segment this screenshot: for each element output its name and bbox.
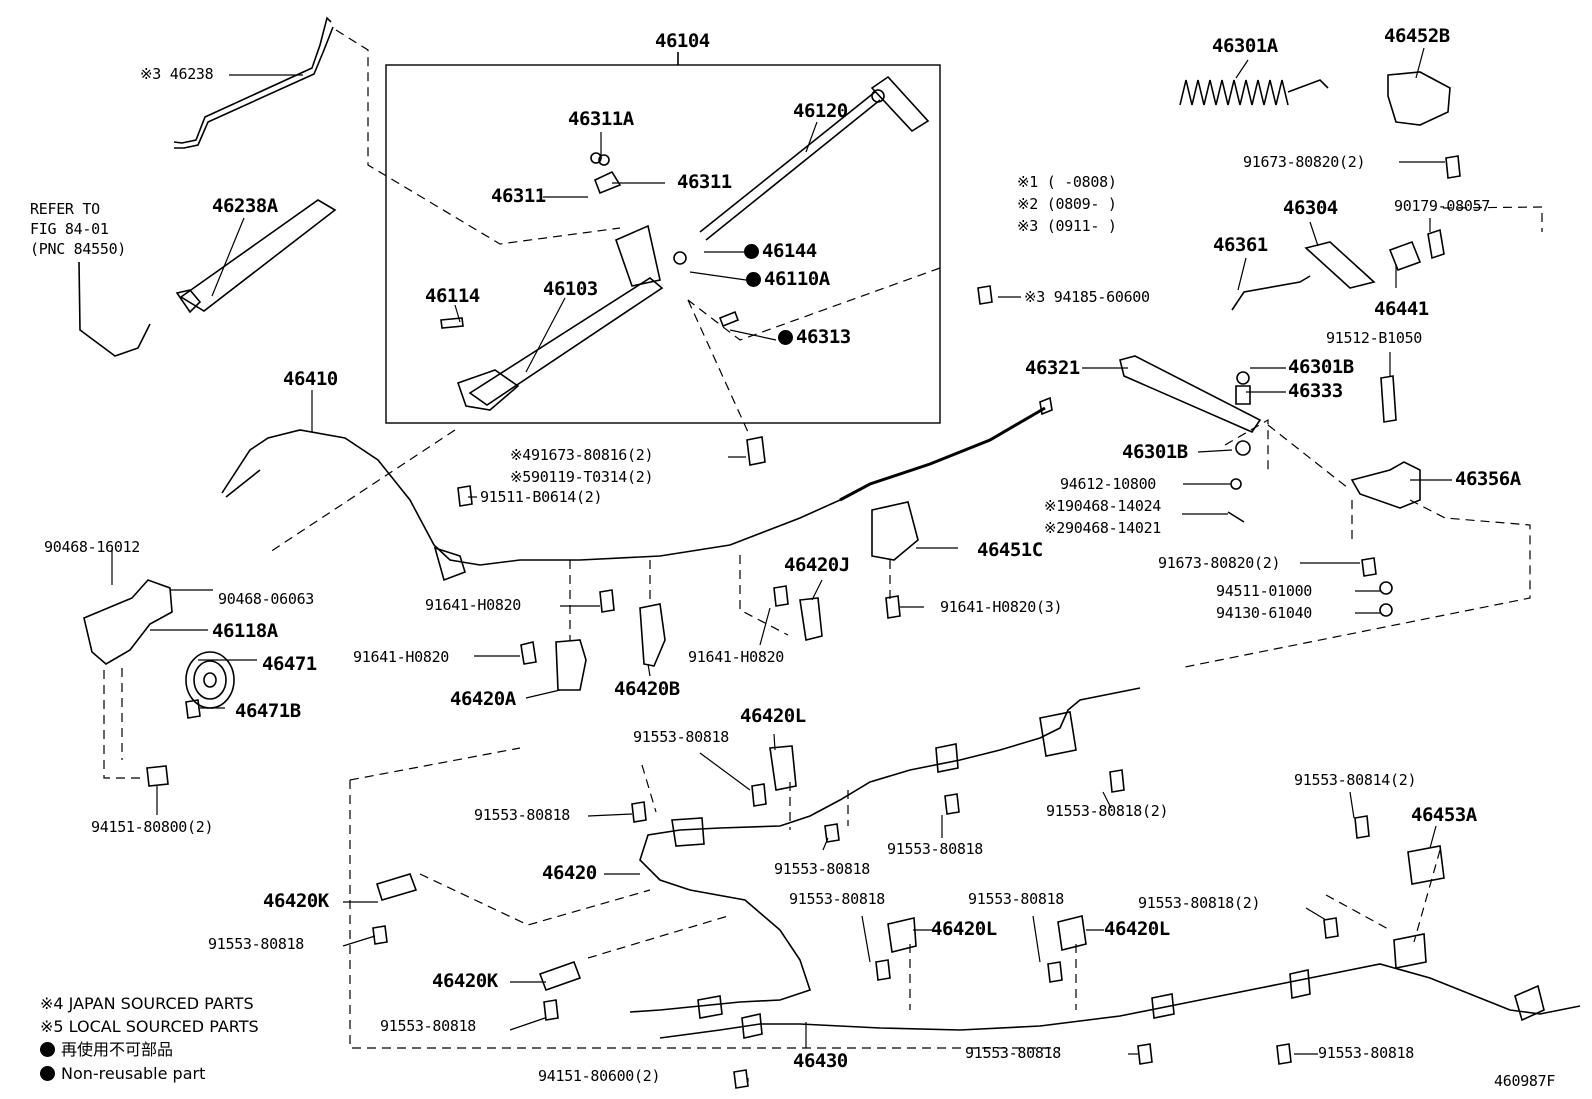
label-91553-80818-7: 91553-80818 xyxy=(968,890,1065,908)
date-code-3: ※3 (0911- ) xyxy=(1017,217,1117,235)
label-91553-80818-6: 91553-80818 xyxy=(789,890,886,908)
reference-line-3: (PNC 84550) xyxy=(30,240,127,258)
label-46311-right: 46311 xyxy=(677,171,732,193)
label-46361: 46361 xyxy=(1213,234,1268,256)
label-94185-60600: ※3 94185-60600 xyxy=(1024,288,1150,306)
label-46441: 46441 xyxy=(1374,298,1429,320)
label-46356A: 46356A xyxy=(1455,468,1521,490)
label-91512-B1050: 91512-B1050 xyxy=(1326,329,1423,347)
legend-local-sourced: ※5 LOCAL SOURCED PARTS xyxy=(40,1017,259,1036)
label-94612-10800: 94612-10800 xyxy=(1060,475,1157,493)
label-46238: ※3 46238 xyxy=(140,65,214,83)
label-46420K-b: 46420K xyxy=(432,970,498,992)
label-46471B: 46471B xyxy=(235,700,301,722)
label-46110A: 46110A xyxy=(746,270,830,289)
label-46301B-b: 46301B xyxy=(1122,441,1188,463)
label-91641-H0820-b: 91641-H0820 xyxy=(353,648,450,666)
label-90468-06063: 90468-06063 xyxy=(218,590,315,608)
label-46410: 46410 xyxy=(283,368,338,390)
label-46420: 46420 xyxy=(542,862,597,884)
label-46311-left: 46311 xyxy=(491,185,546,207)
label-91673-80820-a: 91673-80820(2) xyxy=(1243,153,1366,171)
label-91553-80818-2x: 91553-80818(2) xyxy=(1046,802,1169,820)
label-90468-14024: ※190468-14024 xyxy=(1044,497,1162,515)
label-94511-01000: 94511-01000 xyxy=(1216,582,1313,600)
date-code-2: ※2 (0809- ) xyxy=(1017,195,1117,213)
label-46420L-c: 46420L xyxy=(1104,918,1170,940)
label-46452B: 46452B xyxy=(1384,25,1450,47)
label-46238A: 46238A xyxy=(212,195,278,217)
label-91641-H0820-c: 91641-H0820 xyxy=(688,648,785,666)
legend-nonreusable-ja: 再使用不可部品 xyxy=(40,1042,173,1058)
label-90468-14021: ※290468-14021 xyxy=(1044,519,1162,537)
label-46420L-top: 46420L xyxy=(740,705,806,727)
label-91673-80820-b: 91673-80820(2) xyxy=(1158,554,1281,572)
legend-nonreusable-ja-text: 再使用不可部品 xyxy=(61,1040,174,1059)
label-90468-16012: 90468-16012 xyxy=(44,538,141,556)
label-46430: 46430 xyxy=(793,1050,848,1072)
label-46301A: 46301A xyxy=(1212,35,1278,57)
label-91553-80818-4: 91553-80818 xyxy=(774,860,871,878)
label-46420K-a: 46420K xyxy=(263,890,329,912)
label-46120: 46120 xyxy=(793,100,848,122)
label-46451C: 46451C xyxy=(977,539,1043,561)
nonreusable-dot-icon xyxy=(40,1042,55,1057)
label-91553-80818-1: 91553-80818 xyxy=(633,728,730,746)
label-46420B: 46420B xyxy=(614,678,680,700)
label-91553-80818-2y: 91553-80818(2) xyxy=(1138,894,1261,912)
label-90179-08057: 90179-08057 xyxy=(1394,197,1491,215)
label-91673-80816: ※491673-80816(2) xyxy=(510,446,654,464)
label-46471: 46471 xyxy=(262,653,317,675)
label-46453A: 46453A xyxy=(1411,804,1477,826)
legend-nonreusable-en-text: Non-reusable part xyxy=(61,1064,206,1083)
date-code-1: ※1 ( -0808) xyxy=(1017,173,1117,191)
label-91553-80818-5: 91553-80818 xyxy=(208,935,305,953)
label-46301B-a: 46301B xyxy=(1288,356,1354,378)
label-46333: 46333 xyxy=(1288,380,1343,402)
label-91553-80818-9: 91553-80818 xyxy=(965,1044,1062,1062)
label-46103: 46103 xyxy=(543,278,598,300)
lever-assembly-box xyxy=(385,64,941,424)
label-91641-H0820-3: 91641-H0820(3) xyxy=(940,598,1063,616)
label-91553-80818-3: 91553-80818 xyxy=(887,840,984,858)
label-46114: 46114 xyxy=(425,285,480,307)
label-46144: 46144 xyxy=(744,242,817,261)
label-94151-80800: 94151-80800(2) xyxy=(91,818,214,836)
label-46118A: 46118A xyxy=(212,620,278,642)
diagram-id: 460987F xyxy=(1494,1072,1556,1090)
label-46311A: 46311A xyxy=(568,108,634,130)
legend-nonreusable-en: Non-reusable part xyxy=(40,1066,205,1082)
label-46313: 46313 xyxy=(778,328,851,347)
label-46420L-b: 46420L xyxy=(931,918,997,940)
label-46420J: 46420J xyxy=(784,554,850,576)
label-46420A: 46420A xyxy=(450,688,516,710)
label-94151-80600: 94151-80600(2) xyxy=(538,1067,661,1085)
label-91511-B0614: 91511-B0614(2) xyxy=(480,488,603,506)
label-91553-80818-2: 91553-80818 xyxy=(474,806,571,824)
label-46104: 46104 xyxy=(655,30,710,52)
label-91553-80814: 91553-80814(2) xyxy=(1294,771,1417,789)
label-46304: 46304 xyxy=(1283,197,1338,219)
nonreusable-dot-icon xyxy=(40,1066,55,1081)
reference-line-1: REFER TO xyxy=(30,200,100,218)
label-91553-80818-10: 91553-80818 xyxy=(1318,1044,1415,1062)
legend-japan-sourced: ※4 JAPAN SOURCED PARTS xyxy=(40,994,254,1013)
reference-line-2: FIG 84-01 xyxy=(30,220,109,238)
label-90119-T0314: ※590119-T0314(2) xyxy=(510,468,654,486)
label-46321: 46321 xyxy=(1025,357,1080,379)
label-91641-H0820-a: 91641-H0820 xyxy=(425,596,522,614)
label-94130-61040: 94130-61040 xyxy=(1216,604,1313,622)
label-91553-80818-8: 91553-80818 xyxy=(380,1017,477,1035)
